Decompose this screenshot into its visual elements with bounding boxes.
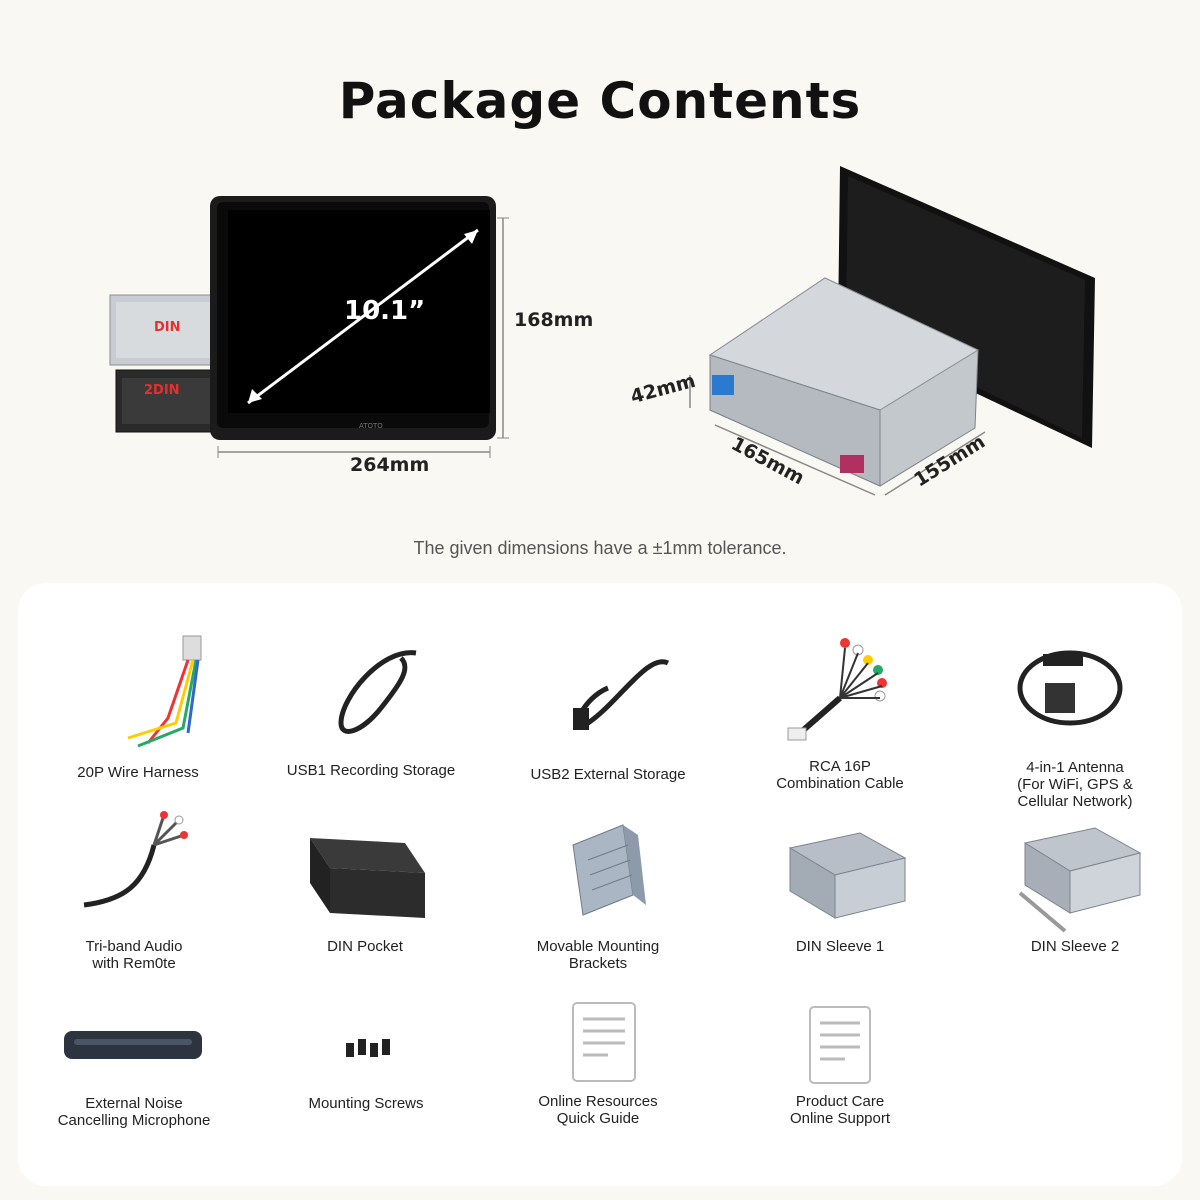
item-label: Tri-band Audio with Rem0te <box>85 938 183 972</box>
screws-icon <box>346 1039 390 1057</box>
item-label: RCA 16P Combination Cable <box>776 758 904 792</box>
width-label: 264mm <box>350 454 430 476</box>
item-label: External Noise Cancelling Microphone <box>57 1095 211 1129</box>
usb-cable-icon <box>573 659 670 730</box>
package-items-panel: 20P Wire Harness USB1 Recording Storage … <box>18 583 1182 1186</box>
microphone-icon <box>64 1031 202 1059</box>
din-label: DIN <box>154 320 181 335</box>
item-label: USB1 Recording Storage <box>286 762 456 779</box>
din-sleeve-icon <box>1018 827 1142 933</box>
item-label: 4-in-1 Antenna (For WiFi, GPS & Cellular… <box>1017 759 1133 810</box>
product-illustration <box>109 166 1095 496</box>
item-label: Mounting Screws <box>308 1095 424 1112</box>
screen-diagonal-label: 10.1” <box>344 296 426 326</box>
antenna-icon <box>1017 650 1123 726</box>
item-label: Online Resources Quick Guide <box>538 1093 658 1127</box>
brand-logo: ATOTO <box>359 422 383 430</box>
side-view <box>689 166 1095 496</box>
din-sleeve-icon <box>788 832 907 919</box>
item-label: DIN Pocket <box>327 938 403 955</box>
item-label: 20P Wire Harness <box>77 764 199 781</box>
item-label: DIN Sleeve 2 <box>1030 938 1120 955</box>
usb-cable-icon <box>338 650 417 734</box>
item-label: Product Care Online Support <box>789 1093 891 1127</box>
front-view <box>109 196 509 458</box>
item-label: Movable Mounting Brackets <box>536 938 660 972</box>
document-icon <box>809 1006 871 1084</box>
din-pocket-icon <box>310 838 425 918</box>
rca-cable-icon <box>787 638 887 741</box>
product-dimensions-hero: 10.1” 168mm 264mm DIN 2DIN ATOTO 42mm 16… <box>0 160 1200 530</box>
height-label: 168mm <box>514 309 594 331</box>
tolerance-note: The given dimensions have a ±1mm toleran… <box>413 538 787 558</box>
page-title: Package Contents <box>338 72 862 130</box>
din2-label: 2DIN <box>144 383 180 398</box>
bracket-icon <box>572 824 646 916</box>
item-label: USB2 External Storage <box>530 766 686 783</box>
wire-harness-icon <box>127 635 202 748</box>
item-label: DIN Sleeve 1 <box>795 938 885 955</box>
document-icon <box>572 1002 636 1082</box>
audio-cable-icon <box>83 811 188 908</box>
